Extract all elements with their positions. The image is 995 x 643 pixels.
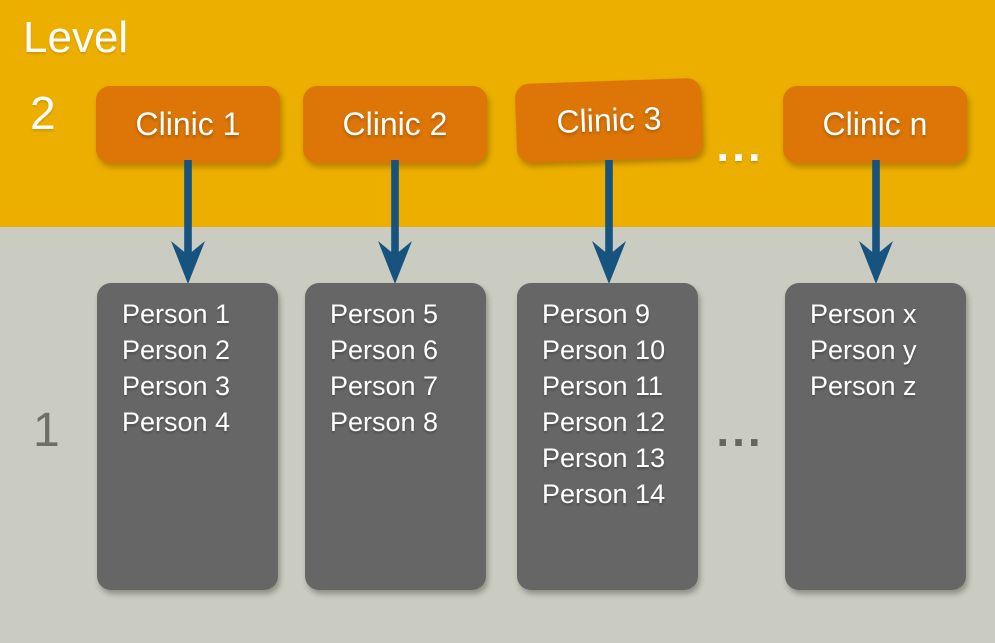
- clinics-ellipsis: ...: [716, 119, 764, 171]
- clinic-1-box: Clinic 1: [96, 86, 280, 163]
- down-arrow-icon-2: [375, 160, 415, 284]
- level-1-label: 1: [33, 404, 60, 457]
- clinic-2-box: Clinic 2: [303, 86, 487, 163]
- clinic-3-box: Clinic 3: [514, 77, 704, 164]
- person-group-2-box: Person 5 Person 6 Person 7 Person 8: [305, 283, 486, 590]
- clinic-1-label: Clinic 1: [135, 106, 241, 142]
- person-item: Person 9: [542, 299, 651, 329]
- down-arrow-icon-4: [856, 160, 896, 284]
- person-item: Person 1: [122, 299, 231, 329]
- clinic-n-label: Clinic n: [822, 106, 928, 142]
- persons-ellipsis: ...: [716, 404, 764, 456]
- person-item: Person 6: [330, 335, 439, 365]
- person-item: Person 5: [330, 299, 439, 329]
- person-group-1-box: Person 1 Person 2 Person 3 Person 4: [97, 283, 278, 590]
- level-word-label: Level: [23, 13, 129, 62]
- person-item: Person 13: [542, 443, 666, 473]
- down-arrow-icon-3: [589, 160, 629, 284]
- down-arrow-icon-1: [168, 160, 208, 284]
- person-item: Person 3: [122, 371, 231, 401]
- clinic-n-box: Clinic n: [783, 86, 967, 163]
- clinic-3-label: Clinic 3: [555, 100, 663, 140]
- person-item: Person z: [810, 371, 917, 401]
- person-item: Person 12: [542, 407, 666, 437]
- person-item: Person 2: [122, 335, 231, 365]
- person-item: Person x: [810, 299, 917, 329]
- level-2-label: 2: [30, 87, 56, 139]
- person-item: Person y: [810, 335, 917, 365]
- person-item: Person 11: [542, 371, 664, 401]
- person-item: Person 4: [122, 407, 231, 437]
- person-group-n-box: Person x Person y Person z: [785, 283, 966, 590]
- person-group-3-box: Person 9 Person 10 Person 11 Person 12 P…: [517, 283, 698, 590]
- person-item: Person 10: [542, 335, 666, 365]
- clinic-2-label: Clinic 2: [342, 106, 448, 142]
- person-item: Person 14: [542, 479, 666, 509]
- person-item: Person 7: [330, 371, 439, 401]
- person-item: Person 8: [330, 407, 439, 437]
